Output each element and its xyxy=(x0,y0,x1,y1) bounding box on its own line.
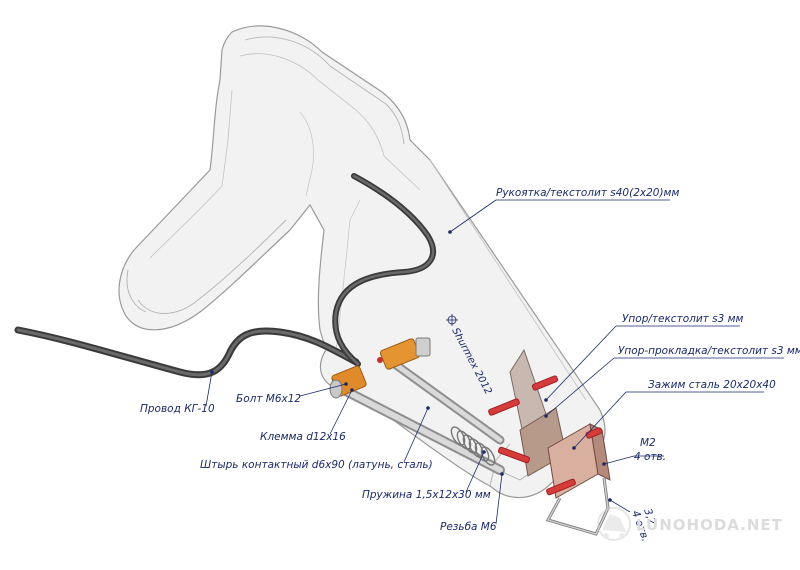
label-stop-pad: Упор-прокладка/текстолит s3 мм xyxy=(618,345,800,357)
red-screws xyxy=(488,375,603,496)
terminal-lower xyxy=(329,365,367,399)
wire-cable xyxy=(14,173,436,379)
label-stop: Упор/текстолит s3 мм xyxy=(622,313,744,325)
label-m2-holes: 4 отв. xyxy=(634,451,666,463)
label-bolt: Болт М6х12 xyxy=(236,393,301,405)
label-thread: Резьба М6 xyxy=(440,521,497,533)
label-pin: Штырь контактный d6x90 (латунь, сталь) xyxy=(200,459,433,471)
clamp-wire-loop xyxy=(545,477,610,536)
watermark-logo-icon xyxy=(597,507,631,541)
handle-body xyxy=(118,25,606,499)
watermark-text: LUNOHODA.NET xyxy=(636,516,783,534)
label-clamp: Зажим сталь 20x20x40 xyxy=(648,379,776,391)
contact-pin xyxy=(335,357,505,475)
label-hole-dia: 3,2 xyxy=(641,507,658,527)
label-terminal: Клемма d12x16 xyxy=(260,431,346,443)
spring xyxy=(450,426,496,466)
leader-lines xyxy=(205,199,784,525)
label-spring: Пружина 1,5x12x30 мм xyxy=(362,489,491,501)
watermark: LUNOHODA.NET xyxy=(597,507,783,541)
terminal-upper xyxy=(377,337,431,370)
label-wire: Провод КГ-10 xyxy=(140,403,215,415)
label-handle: Рукоятка/текстолит s40(2x20)мм xyxy=(496,187,679,199)
label-m2: М2 xyxy=(640,437,656,449)
